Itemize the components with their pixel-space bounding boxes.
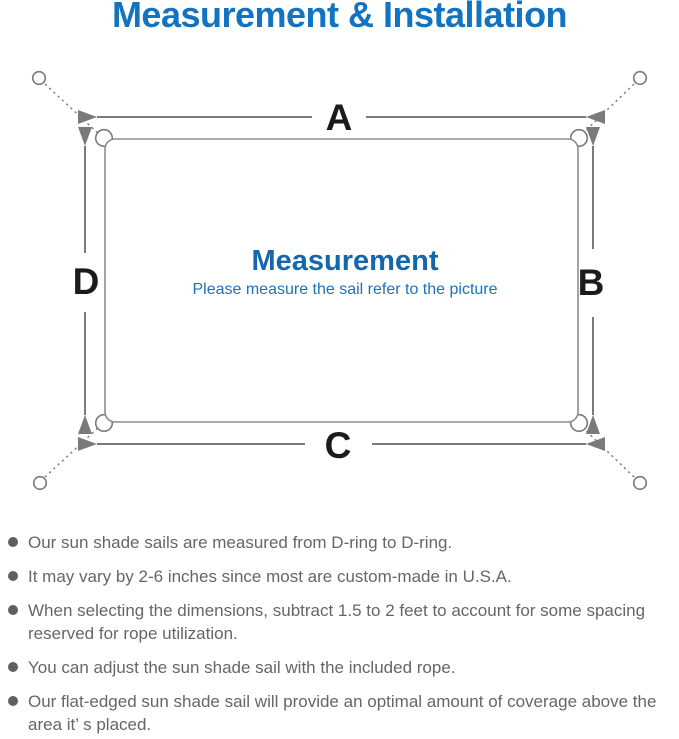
page-title: Measurement & Installation [111,0,568,35]
note-text: When selecting the dimensions, subtract … [28,601,646,643]
bullet-dot-icon [8,696,18,706]
dim-label-a: A [326,97,353,138]
rope-line-top-left [44,83,101,136]
list-item: Our sun shade sails are measured from D-… [8,531,675,554]
note-text: You can adjust the sun shade sail with t… [28,658,456,677]
diagram-center-subtitle: Please measure the sail refer to the pic… [192,281,497,298]
dashed-rope-lines [44,83,635,478]
rope-line-bottom-left [44,425,101,478]
list-item: You can adjust the sun shade sail with t… [8,656,675,679]
dim-label-c: C [325,425,352,466]
anchor-circle-bottom-right [632,475,648,491]
notes-list: Our sun shade sails are measured from D-… [0,531,679,739]
anchor-point-icons [31,70,648,491]
bullet-dot-icon [8,537,18,547]
sail-outline [104,138,579,423]
bullet-dot-icon [8,605,18,615]
rope-line-top-right [580,83,635,136]
dim-label-b: B [578,262,605,303]
anchor-circle-top-right [632,70,648,86]
diagram-center-title: Measurement [252,245,439,277]
list-item: When selecting the dimensions, subtract … [8,599,675,645]
measurement-diagram: A B C D Measurement Please measure the s… [31,70,648,491]
dimension-arrows [78,110,605,451]
dim-label-d: D [73,261,100,302]
bullet-dot-icon [8,571,18,581]
bullet-dot-icon [8,662,18,672]
list-item: It may vary by 2-6 inches since most are… [8,565,675,588]
rope-line-bottom-right [580,425,635,478]
list-item: Our flat-edged sun shade sail will provi… [8,690,675,736]
note-text: Our flat-edged sun shade sail will provi… [28,692,657,734]
anchor-circle-top-left [31,70,47,86]
anchor-circle-bottom-left [32,475,48,491]
note-text: Our sun shade sails are measured from D-… [28,533,453,552]
note-text: It may vary by 2-6 inches since most are… [28,567,512,586]
